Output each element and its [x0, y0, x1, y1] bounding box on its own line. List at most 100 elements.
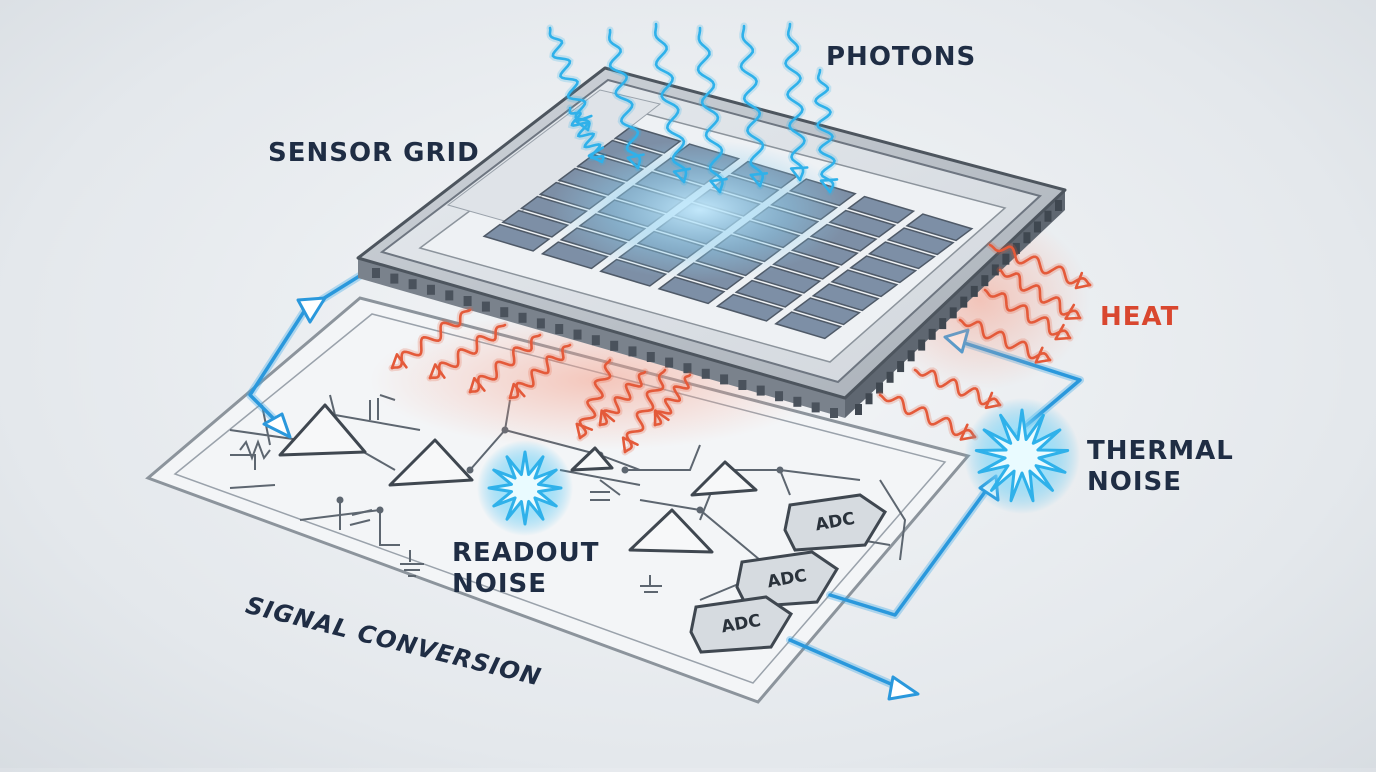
chip-pin	[481, 301, 490, 312]
chip-pin	[720, 374, 729, 385]
chip-pin	[500, 307, 509, 318]
chip-pin	[701, 368, 710, 379]
heat-wave-icon	[956, 316, 1054, 364]
chip-pin	[876, 382, 884, 394]
sensor-pixel	[811, 283, 880, 312]
heat-wave-icon	[621, 366, 669, 456]
heat-wave-icon	[388, 306, 474, 372]
photons-label: PHOTONS	[826, 42, 977, 72]
chip-pin	[518, 312, 527, 323]
photon-wave-icon	[694, 24, 728, 196]
photon-wave-icon	[781, 20, 809, 184]
heat-wave-icon	[426, 321, 509, 382]
chip-pin	[628, 346, 637, 357]
sensor-pixel	[657, 276, 726, 305]
chip-pin	[897, 361, 905, 373]
chip-pin	[463, 296, 472, 306]
chip-pin	[426, 284, 435, 295]
sensor-pixel	[886, 227, 955, 256]
heat-label: HEAT	[1100, 302, 1180, 332]
sensor-chip	[356, 66, 1067, 418]
chip-pin	[390, 273, 399, 284]
heat-wave-icon	[986, 241, 1094, 290]
heat-wave-icon	[651, 371, 694, 429]
photon-wave-icon	[651, 20, 692, 186]
chip-pin	[886, 371, 894, 383]
photon-waves	[546, 20, 839, 196]
sensor-grid-label: SENSOR GRID	[268, 138, 480, 168]
pixel-glow	[550, 140, 850, 280]
chip-pin	[683, 363, 692, 374]
sensor-pixel	[482, 223, 551, 252]
sensor-pixel	[774, 311, 843, 340]
chip-pin	[1012, 242, 1020, 254]
chip-pins-side	[855, 200, 1062, 415]
chip-pin	[1055, 200, 1062, 211]
photon-wave-icon	[566, 104, 608, 166]
sensor-pixel	[849, 255, 918, 284]
sensor-pixel	[905, 213, 974, 242]
sensor-pixel	[715, 293, 784, 322]
chip-pin	[970, 285, 978, 297]
chip-pin	[991, 264, 999, 276]
amplifier-1-icon	[278, 403, 367, 457]
heat-wave-icon	[506, 341, 574, 402]
sensor-pixel	[847, 195, 916, 224]
photon-wave-icon	[605, 26, 645, 172]
chip-pin	[555, 324, 564, 334]
heat-wave-icon	[596, 368, 649, 429]
amplifier-4-icon	[690, 460, 758, 497]
chip-pin	[372, 268, 380, 278]
chip-pin	[865, 393, 873, 405]
chip-pin	[1002, 253, 1010, 265]
chip-pin	[960, 296, 968, 308]
chip-pin	[445, 290, 454, 301]
amplifier-3-icon	[570, 446, 614, 472]
amplifier-5-icon	[628, 508, 714, 554]
readout-noise-label: READOUT NOISE	[452, 538, 599, 600]
chip-pin	[573, 329, 582, 340]
heat-wave-icon	[876, 391, 979, 441]
sensor-pixel	[830, 269, 899, 298]
thermal-noise-burst-icon	[964, 398, 1080, 514]
chip-pins-front	[372, 268, 838, 418]
adc-chip-1: ADC	[783, 493, 888, 552]
photon-wave-icon	[737, 22, 769, 190]
chip-pin	[939, 318, 947, 330]
thermal-noise-line-1: THERMAL	[1087, 436, 1234, 466]
chip-pin	[1033, 221, 1041, 233]
chip-pin	[928, 328, 936, 340]
adc-chip-2: ADC	[735, 550, 840, 609]
thermal-noise-line-2: NOISE	[1087, 467, 1183, 497]
chip-pin	[610, 340, 619, 351]
sensor-pixel	[867, 241, 936, 270]
chip-pin	[918, 339, 926, 351]
chip-pin	[1023, 232, 1031, 244]
readout-noise-burst-icon	[477, 440, 573, 536]
chip-pin	[907, 350, 915, 362]
chip-pin	[591, 335, 600, 346]
sensor-pixel	[792, 297, 861, 326]
heat-wave-icon	[981, 286, 1074, 342]
chip-pin	[536, 318, 545, 329]
chip-pin	[793, 396, 802, 407]
heat-waves	[388, 241, 1094, 456]
chip-pin	[949, 307, 957, 319]
chip-pin	[1044, 210, 1052, 222]
sensor-pixel	[734, 279, 803, 308]
heat-wave-icon	[466, 331, 544, 396]
readout-noise-line-2: NOISE	[452, 569, 548, 599]
thermal-noise-label: THERMAL NOISE	[1087, 436, 1234, 498]
chip-pin	[738, 380, 747, 390]
amplifier-2-icon	[388, 438, 474, 487]
chip-pin	[830, 408, 838, 418]
photon-wave-icon	[811, 66, 839, 196]
readout-noise-line-1: READOUT	[452, 538, 600, 568]
adc-chip-3: ADC	[689, 595, 794, 654]
chip-pin	[981, 275, 989, 287]
heat-wave-icon	[996, 266, 1084, 322]
chip-pin	[665, 357, 674, 368]
chip-pin	[408, 279, 417, 290]
